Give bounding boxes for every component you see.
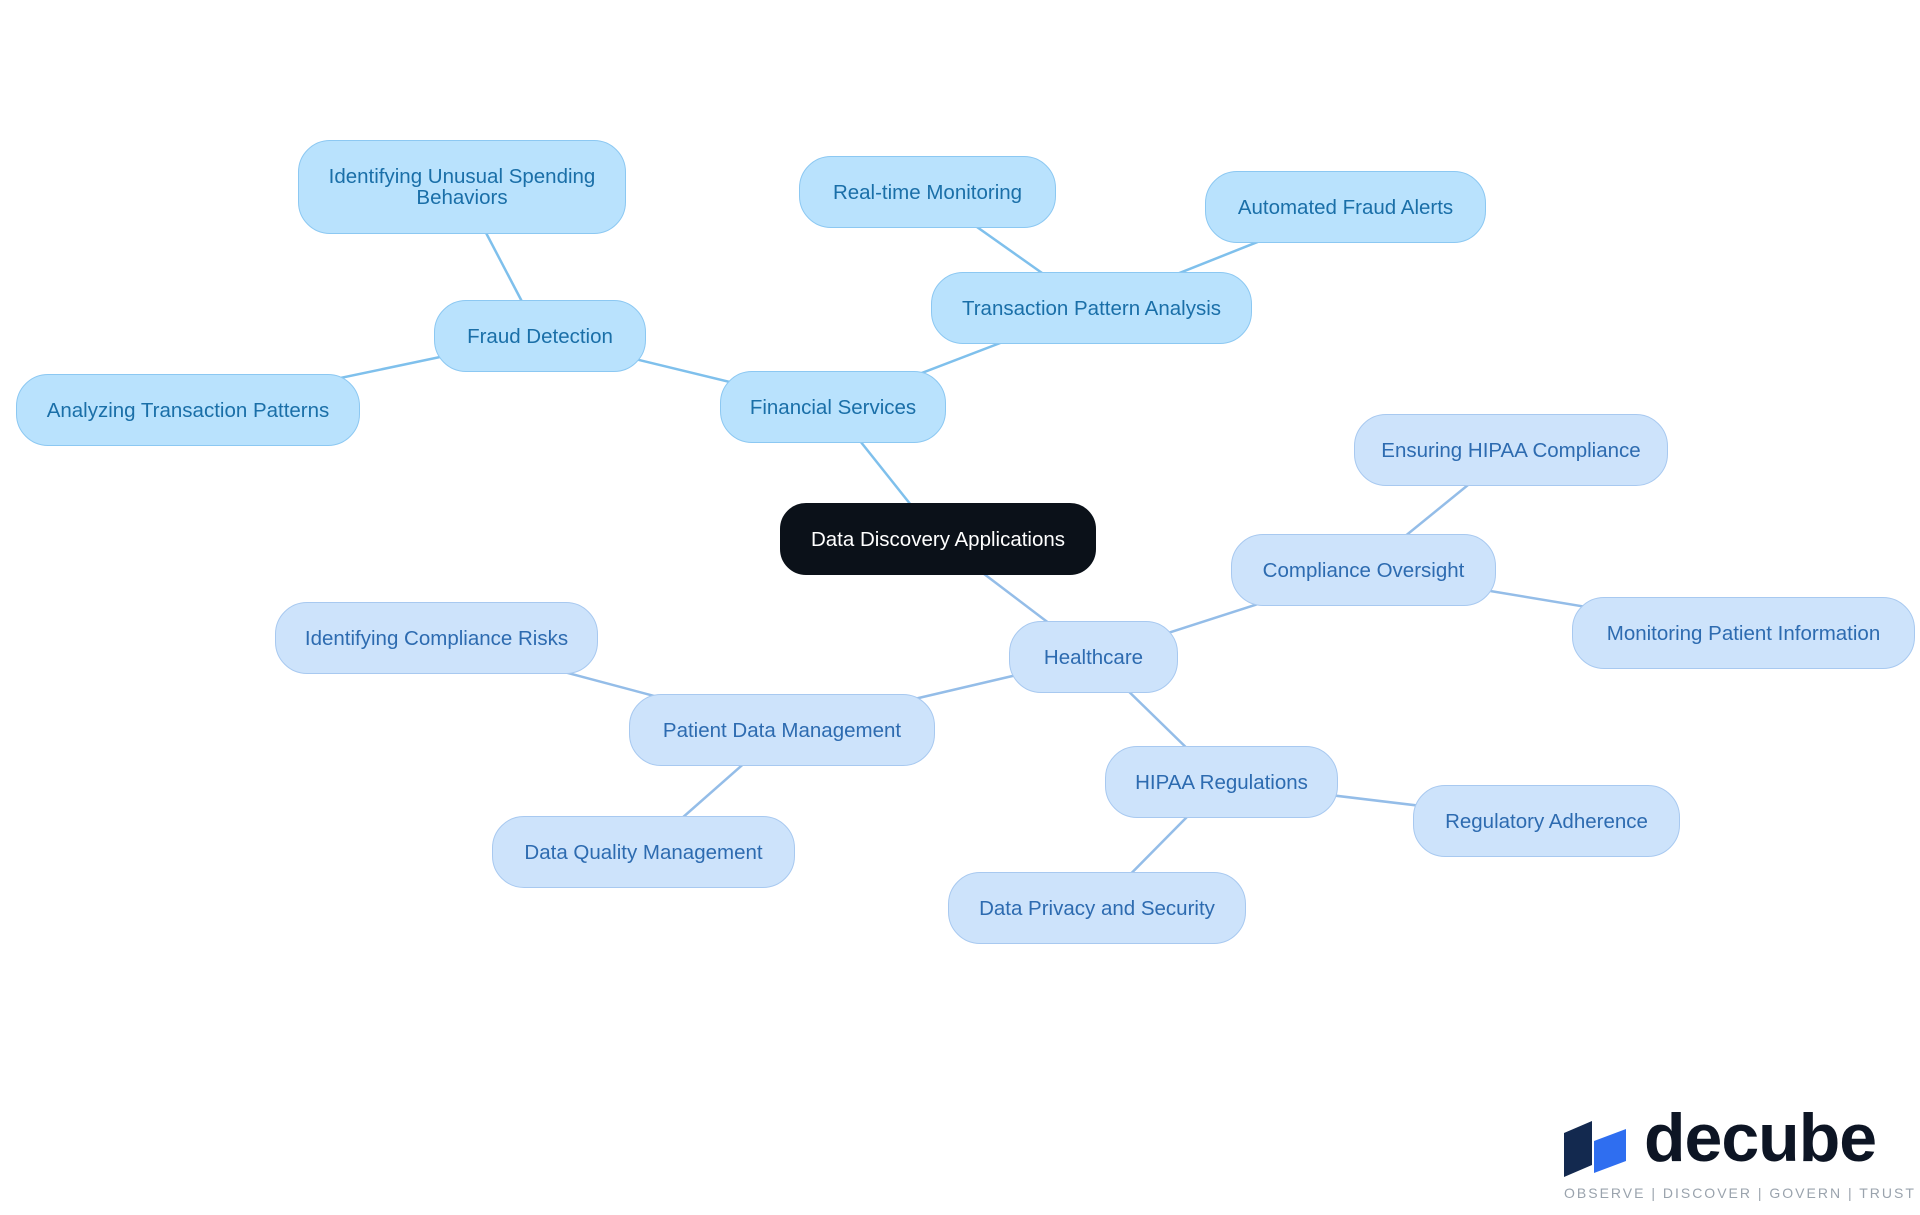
node-label: Ensuring HIPAA Compliance [1381,438,1641,462]
node-label: Fraud Detection [467,324,613,348]
node-label: Data Quality Management [524,840,763,864]
node-unusual: Identifying Unusual Spending Behaviors [298,140,626,234]
node-fraud: Fraud Detection [434,300,646,372]
node-fin: Financial Services [720,371,946,443]
node-label: HIPAA Regulations [1135,770,1308,794]
node-realtime: Real-time Monitoring [799,156,1056,228]
node-label: Identifying Unusual Spending Behaviors [328,165,596,209]
node-co: Compliance Oversight [1231,534,1496,606]
node-analyzing: Analyzing Transaction Patterns [16,374,360,446]
root-node: Data Discovery Applications [780,503,1096,575]
logo-wordmark: decube [1644,1100,1877,1176]
node-risks: Identifying Compliance Risks [275,602,598,674]
node-label: Healthcare [1043,645,1144,669]
node-reg: Regulatory Adherence [1413,785,1680,857]
node-hipaa: HIPAA Regulations [1105,746,1338,818]
node-dqm: Data Quality Management [492,816,795,888]
node-pdm: Patient Data Management [629,694,935,766]
node-hipaacomp: Ensuring HIPAA Compliance [1354,414,1668,486]
node-label: Data Discovery Applications [810,527,1066,551]
node-monitor: Monitoring Patient Information [1572,597,1915,669]
node-alerts: Automated Fraud Alerts [1205,171,1486,243]
decube-cube-icon [1564,1121,1626,1177]
node-label: Patient Data Management [662,718,902,742]
node-label: Data Privacy and Security [979,896,1215,920]
logo-tagline: OBSERVE | DISCOVER | GOVERN | TRUST [1564,1185,1916,1201]
node-privacy: Data Privacy and Security [948,872,1246,944]
node-label: Financial Services [749,395,917,419]
node-label: Real-time Monitoring [832,180,1023,204]
node-label: Regulatory Adherence [1445,809,1648,833]
node-label: Analyzing Transaction Patterns [46,398,330,422]
node-label: Automated Fraud Alerts [1237,195,1454,219]
node-label: Identifying Compliance Risks [304,626,569,650]
node-hc: Healthcare [1009,621,1178,693]
node-label: Transaction Pattern Analysis [961,296,1222,320]
decube-logo: decube OBSERVE | DISCOVER | GOVERN | TRU… [1562,1100,1914,1205]
node-label: Compliance Oversight [1262,558,1465,582]
node-tpa: Transaction Pattern Analysis [931,272,1252,344]
node-label: Monitoring Patient Information [1606,621,1881,645]
